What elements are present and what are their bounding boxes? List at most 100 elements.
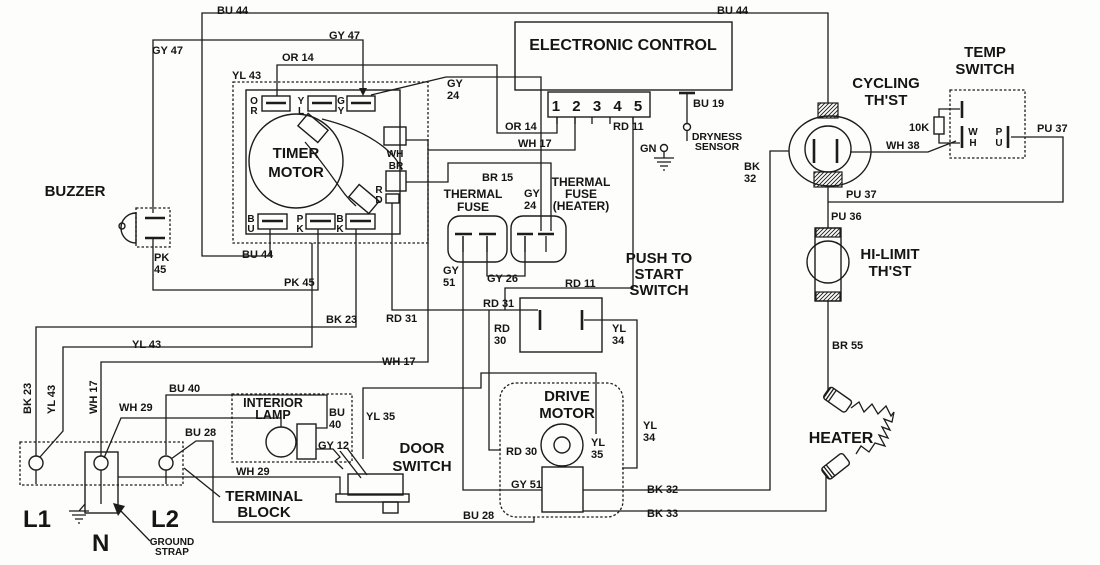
- timer-cam-bottom: [347, 183, 381, 215]
- label-rd-11: RD 11: [613, 121, 644, 133]
- control-pin-stubs: [556, 117, 634, 124]
- wire-rd31: [391, 203, 538, 311]
- label-or-14: OR 14: [505, 121, 538, 133]
- drive-motor-connector: [541, 466, 584, 513]
- n-terminal: [93, 455, 109, 471]
- label-gy-51: GY 51: [511, 479, 542, 491]
- wire-pu37-pu36: [827, 136, 1064, 228]
- n-ground-symbol: [69, 503, 89, 524]
- label-wh-29: WH 29: [236, 466, 270, 478]
- drive-motor-rotor: [540, 423, 584, 467]
- hi-limit-body: [814, 227, 842, 302]
- door-switch-plate: [335, 493, 410, 503]
- control-connector-pins: 1 2 3 4 5: [552, 98, 646, 115]
- ground-strap-arrowhead: [113, 503, 125, 516]
- label-bu-44: BU 44: [717, 5, 749, 17]
- door-switch-body: [347, 473, 404, 496]
- label-bu-19: BU 19: [693, 98, 724, 110]
- drive-motor-shaft: [553, 436, 571, 454]
- hi-limit-top-terminal: [815, 227, 841, 238]
- wire-bu44: [201, 12, 829, 257]
- label-bu-28: BU 28: [185, 427, 216, 439]
- terminal-block-pointer: [183, 467, 221, 498]
- neutral-post-box: [84, 451, 119, 514]
- wire-wh38: [850, 140, 957, 153]
- start-switch-contacts: [538, 310, 584, 330]
- label-or-14: OR 14: [282, 52, 315, 64]
- buzzer-terminals: [145, 216, 165, 240]
- drive-motor-body: [499, 382, 624, 518]
- lamp-enclosure: [231, 393, 353, 463]
- timer-terminal-rd-box: [385, 193, 400, 204]
- wire-or14: [276, 64, 558, 134]
- timer-terminal-wh-box: [383, 126, 407, 146]
- wire-wh29: [103, 417, 341, 494]
- terminal-stubs: [35, 470, 167, 504]
- label-bk-23: BK 23: [326, 314, 357, 326]
- wire-gy47: [152, 39, 364, 213]
- ground-strap-pointer: [118, 508, 151, 542]
- wire-bk33: [583, 475, 827, 512]
- gy47-arrowhead: [359, 88, 367, 96]
- l2-label: L2: [151, 506, 179, 533]
- resistor-10k-leads: [938, 108, 960, 144]
- label-yl-43: YL 43: [46, 385, 58, 414]
- label-wh-17: WH 17: [88, 380, 100, 414]
- timer-cam-top: [296, 112, 330, 144]
- label-pu-37: PU 37: [1037, 123, 1068, 135]
- timer-outer-box: [232, 81, 429, 244]
- timer-motor-rotor: [248, 113, 344, 209]
- temp-switch-bars: [960, 101, 1010, 148]
- label-pu-36: PU 36: [831, 211, 862, 223]
- timer-terminal-pk-box: [305, 213, 336, 230]
- label-gy-47: GY 47: [329, 30, 360, 42]
- wire-yl35: [362, 372, 597, 459]
- heater-coil: [850, 401, 895, 455]
- label-pu-37: PU 37: [846, 189, 877, 201]
- timer-terminal-gy-box: [346, 95, 376, 112]
- buzzer-body: [135, 207, 171, 248]
- terminal-block-outline: [19, 441, 184, 486]
- cycling-thermostat-contacts: [812, 139, 839, 163]
- lamp-base: [296, 423, 317, 460]
- temp-switch-box: [949, 89, 1026, 159]
- lamp-bulb: [265, 426, 297, 458]
- n-label: N: [92, 530, 109, 557]
- drive-motor: [499, 382, 624, 518]
- dryness-electrode-bottom: [659, 143, 669, 153]
- door-switch-tab: [382, 501, 399, 514]
- hi-limit-disc: [806, 240, 850, 284]
- wire-bk32: [583, 150, 789, 491]
- label-wh-17: WH 17: [518, 138, 552, 150]
- wires: [35, 12, 1064, 523]
- label-gy-12: GY 12: [318, 440, 349, 452]
- control-connector-box: [547, 91, 651, 118]
- label-yl-43: YL 43: [232, 70, 261, 82]
- label-rd-31: RD 31: [483, 298, 514, 310]
- timer-terminal-br-box: [385, 170, 407, 192]
- label-rd-31: RD 31: [386, 313, 417, 325]
- timer-terminal-br: BR: [389, 161, 404, 172]
- fuse-terminal-stems: [462, 236, 547, 252]
- label-wh-29: WH 29: [119, 402, 153, 414]
